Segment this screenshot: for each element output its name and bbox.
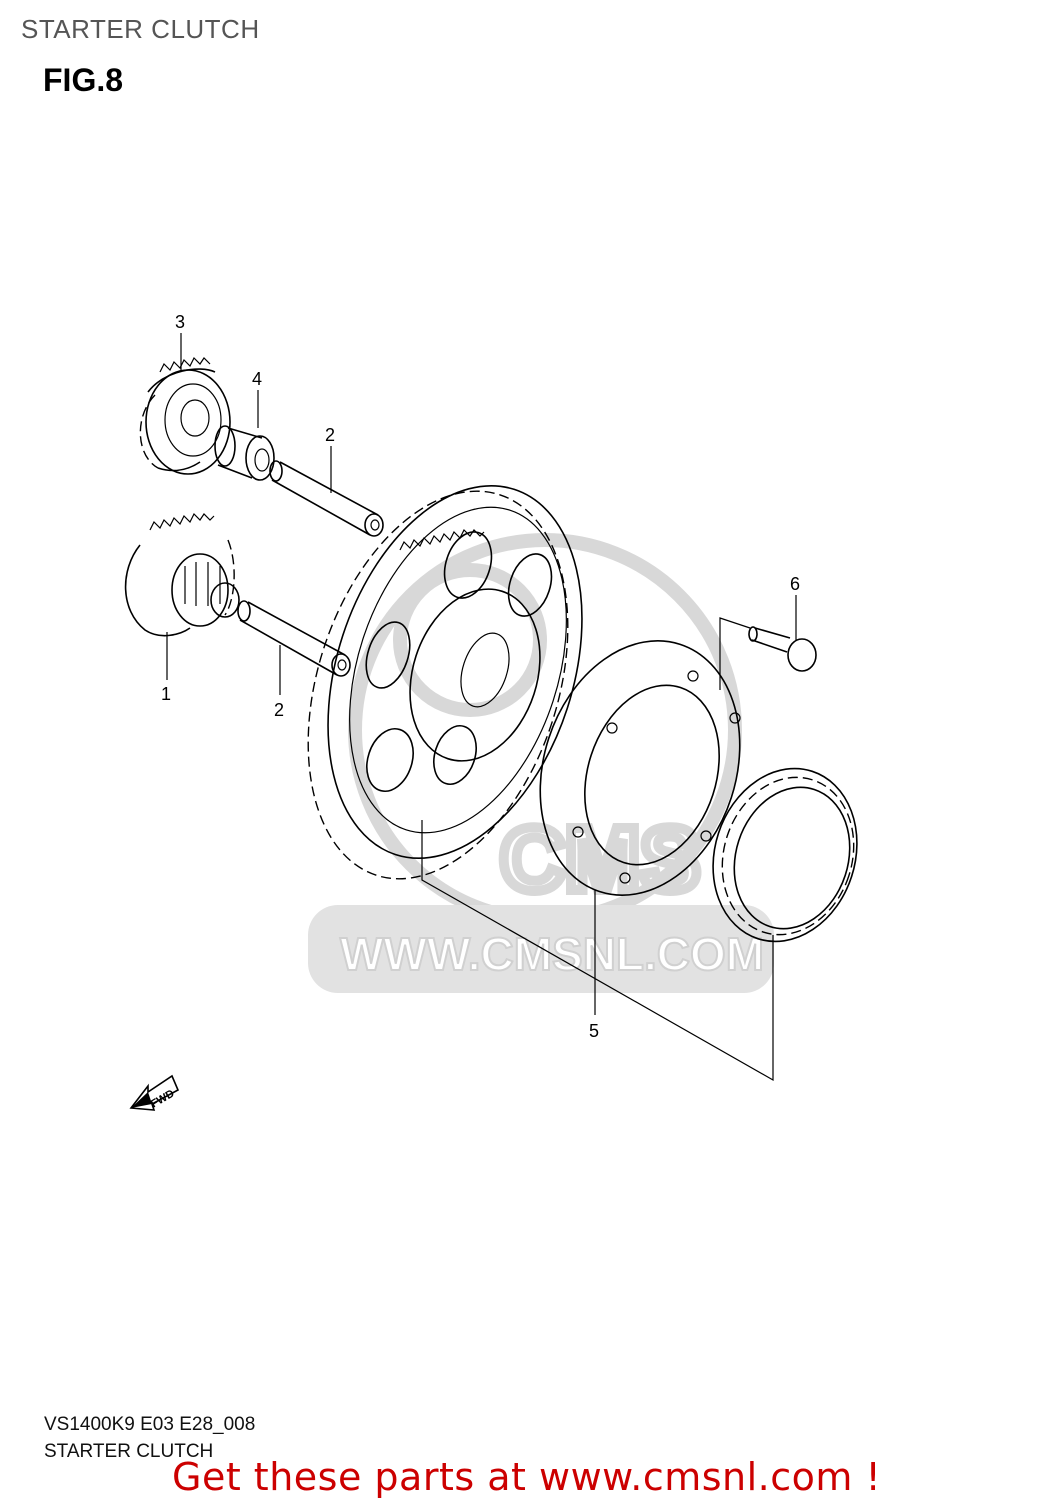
svg-text:CMS: CMS [500,810,700,910]
fwd-arrow-icon: FWD [129,1074,180,1111]
promo-link[interactable]: Get these parts at www.cmsnl.com ! [172,1455,882,1499]
diagram-caption: STARTER CLUTCH [44,1441,214,1462]
gear-1 [124,512,240,637]
diagram-code: VS1400K9 E03 E28_008 [44,1414,256,1435]
driven-gear [307,484,583,880]
watermark-logo: WWW.CMSNL.COM CMS [308,533,774,993]
page-title: STARTER CLUTCH [21,14,260,44]
callout-6: 6 [790,574,800,594]
one-way-clutch [712,767,858,943]
figure-number: FIG.8 [43,62,124,98]
clutch-housing [539,640,741,896]
callout-2-lower: 2 [274,700,284,720]
shaft-2-upper [269,460,384,537]
callout-2-upper: 2 [325,425,335,445]
callout-1: 1 [161,684,171,704]
callout-5: 5 [589,1021,599,1041]
shaft-2-lower [237,600,351,677]
bolt-6 [748,626,817,672]
gear-3 [139,356,231,475]
callout-3: 3 [175,312,185,332]
leader-lines [166,333,797,1082]
callout-4: 4 [252,369,262,389]
bushing-4 [214,425,275,481]
